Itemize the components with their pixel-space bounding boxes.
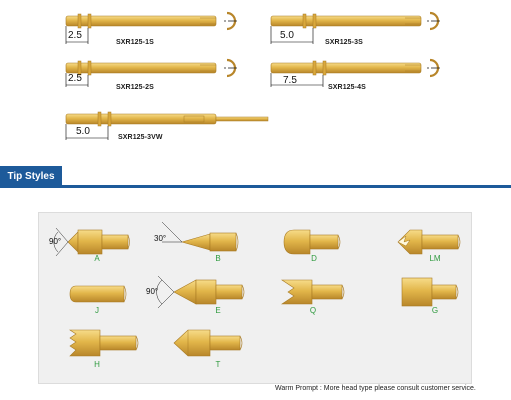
tip-j-drawing xyxy=(69,285,127,303)
product-code: SXR125-3VW xyxy=(118,134,163,141)
tip-end-view-icon xyxy=(224,11,237,31)
tip-g-label: G xyxy=(431,306,439,315)
tip-e-drawing xyxy=(156,275,245,309)
section-header: Tip Styles xyxy=(0,166,511,188)
tip-b-angle: 30° xyxy=(154,234,167,243)
dimension-label: 7.5 xyxy=(283,75,297,86)
tip-q-label: Q xyxy=(309,306,317,315)
section-divider xyxy=(62,185,511,188)
tip-d-label: D xyxy=(311,254,317,263)
probe-drawing xyxy=(270,13,422,44)
dimension-label: 2.5 xyxy=(68,30,82,41)
tip-e-label: E xyxy=(215,306,221,315)
tip-h-drawing xyxy=(69,329,139,357)
tip-h-label: H xyxy=(94,360,100,369)
warm-prompt-note: Warm Prompt : More head type please cons… xyxy=(275,385,476,392)
tip-a-drawing xyxy=(53,227,130,257)
probe-drawing xyxy=(65,111,269,140)
dimension-label: 2.5 xyxy=(68,73,82,84)
tip-a-label: A xyxy=(94,254,100,263)
tip-b-drawing xyxy=(161,221,239,252)
probe-drawing xyxy=(65,13,217,44)
dimension-label: 5.0 xyxy=(280,30,294,41)
tip-end-view-icon xyxy=(427,11,440,31)
probe-drawing xyxy=(65,60,217,87)
tip-t-label: T xyxy=(215,360,221,369)
tip-lm-label: LM xyxy=(429,254,441,263)
dimension-label: 5.0 xyxy=(76,126,90,137)
product-code: SXR125-2S xyxy=(116,84,154,91)
tip-t-drawing xyxy=(173,329,243,357)
tip-lm-drawing xyxy=(397,229,461,255)
section-title: Tip Styles xyxy=(0,166,62,188)
tip-q-drawing xyxy=(281,279,345,305)
tip-end-view-icon xyxy=(427,58,440,78)
product-code: SXR125-1S xyxy=(116,39,154,46)
tip-a-angle: 90° xyxy=(49,237,62,246)
product-code: SXR125-3S xyxy=(325,39,363,46)
tip-e-angle: 90° xyxy=(146,287,159,296)
tip-d-drawing xyxy=(283,229,341,255)
tip-g-drawing xyxy=(401,277,459,307)
tip-b-label: B xyxy=(215,254,221,263)
tip-j-label: J xyxy=(95,306,99,315)
tip-end-view-icon xyxy=(224,58,237,78)
product-code: SXR125-4S xyxy=(328,84,366,91)
probe-drawing xyxy=(270,60,422,87)
